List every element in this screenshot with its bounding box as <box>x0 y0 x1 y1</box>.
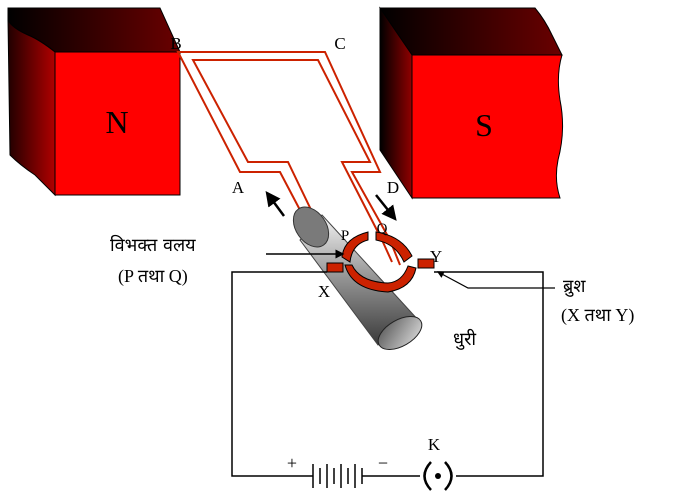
current-arrow-d <box>375 194 397 221</box>
plug-key <box>423 461 453 491</box>
split-ring-half-p <box>341 231 369 263</box>
coil-label-d: D <box>387 178 399 197</box>
current-arrow-a <box>265 190 286 217</box>
battery-minus: − <box>378 453 388 473</box>
brush-label: ब्रुश <box>563 276 586 297</box>
key-label: K <box>428 435 441 454</box>
wire-left <box>231 271 327 477</box>
battery <box>290 464 380 488</box>
split-ring: P Q <box>341 221 417 293</box>
north-pole-label: N <box>105 104 128 140</box>
split-ring-lower <box>344 264 417 293</box>
north-magnet-side <box>7 19 56 197</box>
split-ring-sublabel: (P तथा Q) <box>118 266 188 287</box>
north-magnet: N <box>7 7 181 197</box>
axle-label: धुरी <box>453 328 476 350</box>
south-magnet-top <box>379 7 563 56</box>
south-magnet-face <box>411 54 564 199</box>
south-magnet: S <box>379 6 564 200</box>
brush-label-y: Y <box>430 247 442 266</box>
ring-label-q: Q <box>377 221 388 237</box>
split-ring-label: विभक्त वलय <box>110 234 196 256</box>
split-ring-half-q <box>375 231 413 263</box>
coil-inner-edge <box>191 59 393 263</box>
north-magnet-face <box>54 51 181 196</box>
coil-label-a: A <box>232 178 245 197</box>
battery-plus: + <box>287 453 297 473</box>
brush-x <box>326 262 344 273</box>
wire-right <box>434 271 544 477</box>
axle-front-end <box>377 316 423 350</box>
brush-label-x: X <box>318 282 330 301</box>
circuit-wires <box>231 271 544 477</box>
brush-y <box>417 258 435 269</box>
coil-label-c: C <box>334 34 345 53</box>
axle-back-end <box>292 206 330 248</box>
south-pole-label: S <box>475 107 493 143</box>
coil-label-b: B <box>170 34 181 53</box>
ring-label-p: P <box>341 228 349 244</box>
brush-sublabel: (X तथा Y) <box>561 305 634 326</box>
brush-pointer <box>436 271 555 289</box>
